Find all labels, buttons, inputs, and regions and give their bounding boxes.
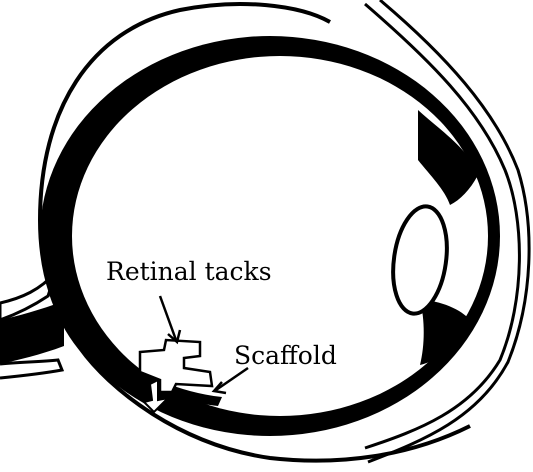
- cornea: [364, 0, 531, 464]
- down-arrow: [142, 378, 172, 414]
- scaffold-arrow: [211, 366, 249, 395]
- scaffold-label: Scaffold: [234, 341, 337, 370]
- lens: [391, 204, 449, 316]
- ciliary-body: [418, 110, 478, 365]
- choroid-layer: [40, 36, 500, 436]
- retinal-tacks-label: Retinal tacks: [106, 257, 272, 286]
- retinal-tacks-arrow: [158, 295, 182, 345]
